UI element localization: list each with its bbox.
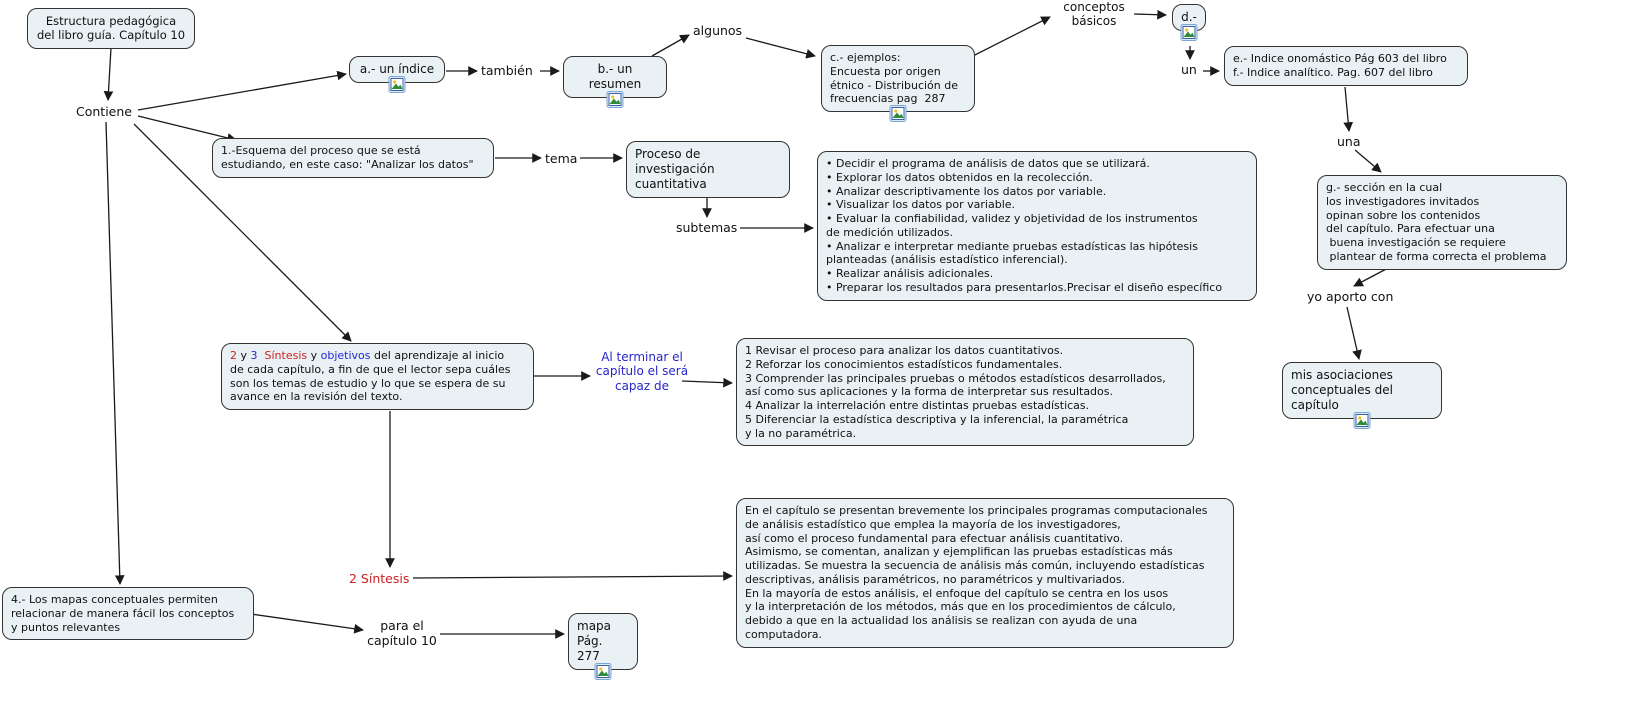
- image-resource-icon[interactable]: [594, 663, 612, 680]
- linking-phrase-conceptos-basicos[interactable]: conceptos básicos: [1063, 0, 1125, 29]
- image-resource-icon[interactable]: [606, 91, 624, 108]
- node-mapas-conceptuales[interactable]: 4.- Los mapas conceptuales permiten rela…: [2, 587, 254, 641]
- node-title[interactable]: Estructura pedagógica del libro guía. Ca…: [27, 8, 195, 49]
- node-mapa277[interactable]: mapa Pág. 277: [568, 613, 638, 680]
- node-indices-ef[interactable]: e.- Indice onomástico Pág 603 del libro …: [1224, 46, 1468, 86]
- linking-phrase-algunos[interactable]: algunos: [693, 23, 743, 38]
- node-ejemplos[interactable]: c.- ejemplos: Encuesta por origen étnico…: [821, 45, 975, 122]
- linking-phrase-un[interactable]: un: [1181, 62, 1197, 77]
- node-seccion-g[interactable]: g.- sección en la cual los investigadore…: [1317, 175, 1567, 270]
- node-sintesis-texto[interactable]: En el capítulo se presentan brevemente l…: [736, 498, 1234, 648]
- node-sintesis-objetivos[interactable]: 2 y 3 Síntesis y objetivos del aprendiza…: [221, 343, 534, 410]
- node-asociaciones[interactable]: mis asociaciones conceptuales del capítu…: [1282, 362, 1442, 429]
- linking-phrase-yo-aporto[interactable]: yo aporto con: [1307, 289, 1394, 304]
- linking-phrase-tema[interactable]: tema: [545, 151, 578, 166]
- connector-group: [103, 9, 1391, 639]
- node-esquema[interactable]: 1.-Esquema del proceso que se está estud…: [212, 138, 494, 178]
- image-resource-icon[interactable]: [889, 105, 907, 122]
- node-d[interactable]: d.-: [1172, 4, 1206, 41]
- image-resource-icon[interactable]: [388, 76, 406, 93]
- linking-phrase-una[interactable]: una: [1337, 134, 1361, 149]
- node-resumen[interactable]: b.- un resumen: [563, 56, 667, 108]
- node-indice[interactable]: a.- un índice: [349, 56, 445, 93]
- node-subtemas-list[interactable]: • Decidir el programa de análisis de dat…: [817, 151, 1257, 301]
- image-resource-icon[interactable]: [1180, 24, 1198, 41]
- linking-phrase-tambien[interactable]: también: [481, 63, 533, 78]
- linking-phrase-para-el[interactable]: para el capítulo 10: [367, 618, 437, 648]
- linking-phrase-subtemas[interactable]: subtemas: [676, 220, 738, 235]
- node-objetivos-list[interactable]: 1 Revisar el proceso para analizar los d…: [736, 338, 1194, 447]
- node-proceso[interactable]: Proceso de investigación cuantitativa: [626, 141, 790, 198]
- linking-phrase-contiene[interactable]: Contiene: [76, 104, 132, 119]
- image-resource-icon[interactable]: [1353, 412, 1371, 429]
- linking-phrase-sintesis2[interactable]: 2 Síntesis: [349, 571, 410, 586]
- linking-phrase-al-terminar[interactable]: Al terminar el capítulo el será capaz de: [595, 350, 689, 393]
